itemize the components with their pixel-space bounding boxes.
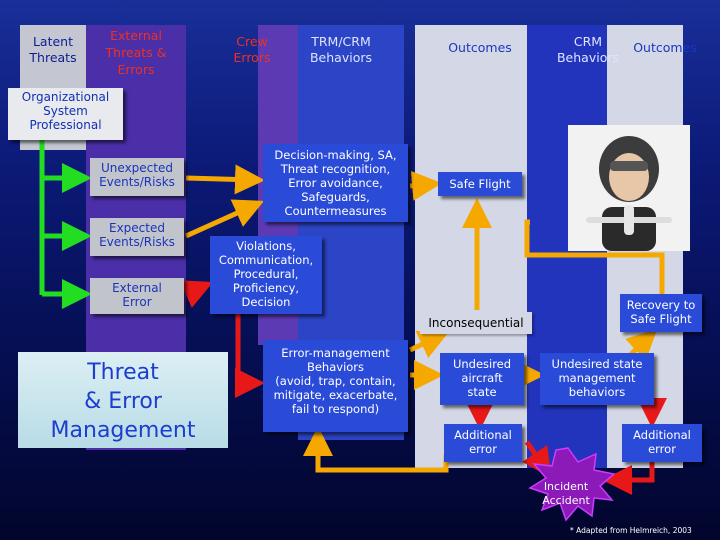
- aviator-child-photo: [568, 125, 690, 251]
- inconsequential-box: Inconsequential: [420, 312, 532, 334]
- safe-flight-box: Safe Flight: [438, 172, 522, 196]
- decision-making-box: Decision-making, SA,Threat recognition,E…: [263, 144, 408, 222]
- orange-arrow-feedback-loop: [303, 426, 449, 473]
- orange-arrow-unexpected-to-decision: [185, 164, 265, 195]
- violations-box: Violations,Communication,Procedural,Prof…: [210, 236, 322, 314]
- orange-arrow-recovery-up: [524, 219, 665, 294]
- red-arrow-external-down: [235, 310, 265, 398]
- orange-arrow-usm-to-recovery: [625, 329, 658, 361]
- orange-arrow-decision-to-safe: [409, 170, 442, 201]
- header-outcomes-2: Outcomes: [633, 40, 697, 55]
- orange-arrow-expected-to-decision: [184, 199, 265, 239]
- header-outcomes-1: Outcomes: [448, 40, 512, 55]
- orange-arrow-em-to-inconsequential: [408, 330, 450, 359]
- red-arrow-additional2-to-incident: [602, 462, 655, 495]
- footnote: * Adapted from Helmreich, 2003: [570, 526, 692, 535]
- incident-burst-shape: [528, 447, 616, 522]
- red-arrow-to-violations: [179, 280, 214, 308]
